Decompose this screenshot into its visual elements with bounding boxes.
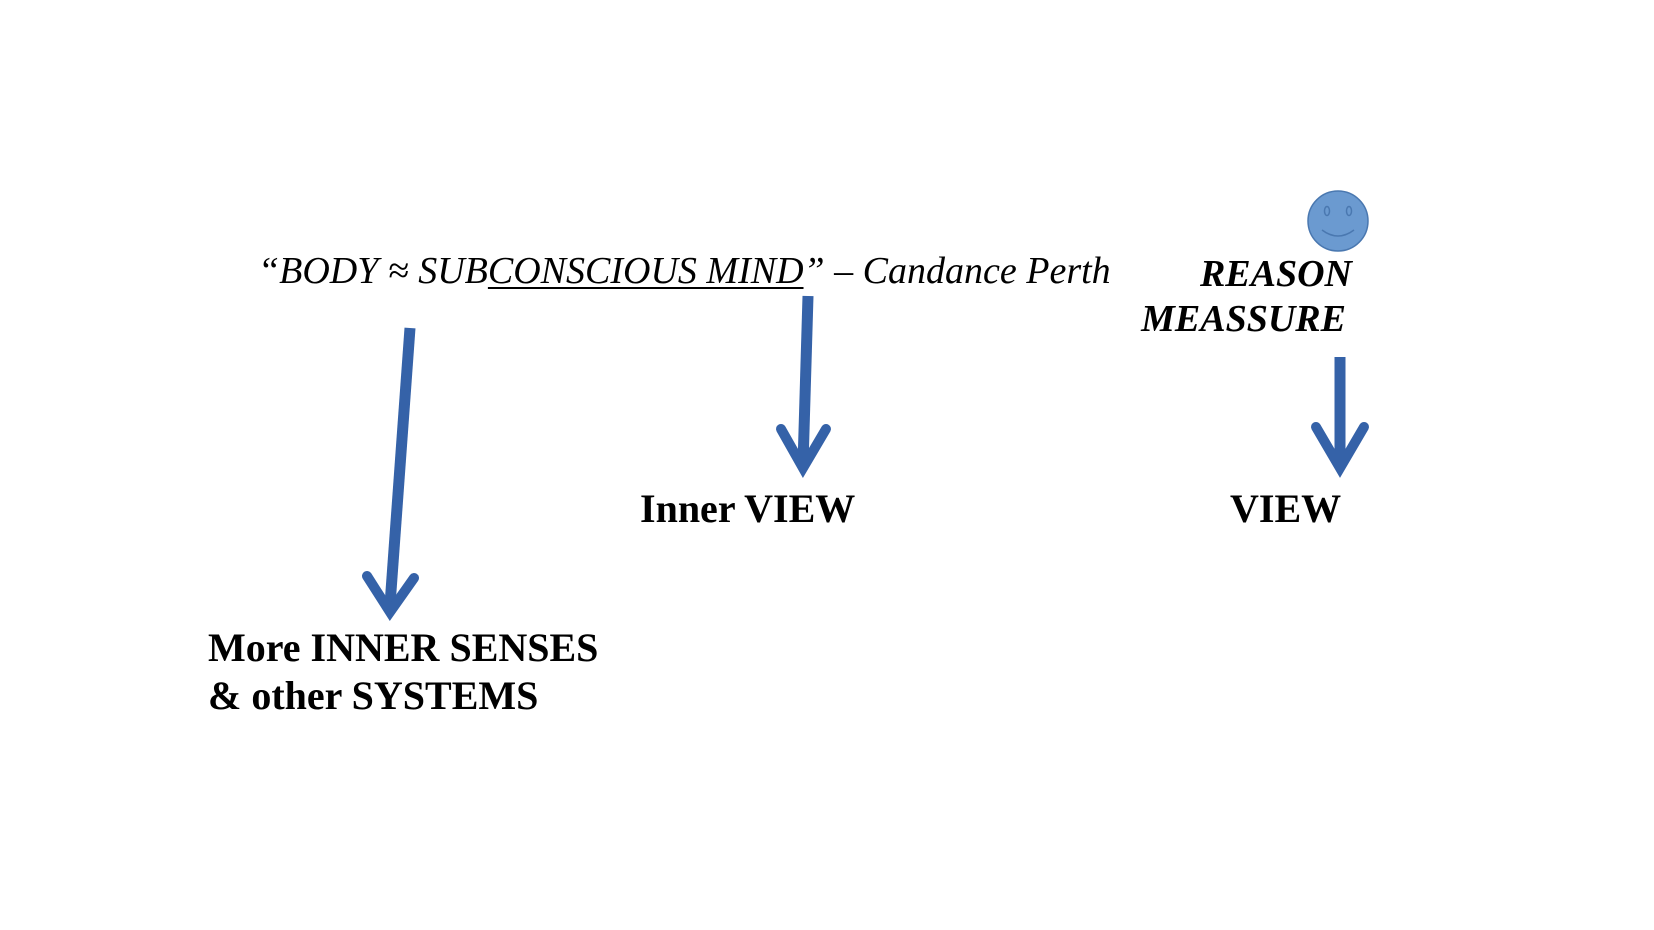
other-systems-line: & other SYSTEMS [208,673,539,718]
arrow-inner-view-shaft [797,295,814,466]
measure-line: MEASSURE [1141,298,1346,340]
smiley-face-circle [1307,190,1369,252]
arrow-inner-view-head [776,424,831,479]
smiley-right-eye [1345,205,1353,217]
quote-attribution: – Candance Perth [824,250,1111,292]
view-label: VIEW [1230,486,1342,531]
arrow-senses-shaft [384,327,416,606]
reason-measure-label: REASON MEASSURE [1141,252,1352,342]
inner-senses-line: More INNER SENSES [208,625,599,670]
arrow-down-icon [776,295,831,479]
reason-line: REASON [1199,253,1352,295]
quote-text: “BODY ≈ SUBCONSCIOUS MIND” – Candance Pe… [258,252,1111,290]
quote-open-mark: “ [258,250,280,292]
smiley-left-eye [1323,205,1331,217]
smiley-face-icon [1307,190,1369,252]
arrow-view-head [1311,422,1369,478]
quote-body: BODY ≈ SUB [279,250,488,292]
arrow-down-icon [362,327,419,621]
quote-close-mark: ” [803,250,825,292]
inner-senses-label: More INNER SENSES & other SYSTEMS [208,624,598,720]
arrow-down-icon [1311,357,1369,478]
smiley-mouth [1321,229,1355,237]
inner-view-label: Inner VIEW [640,486,856,531]
quote-underlined: CONSCIOUS MIND [487,250,804,292]
arrow-senses-head [362,571,419,621]
